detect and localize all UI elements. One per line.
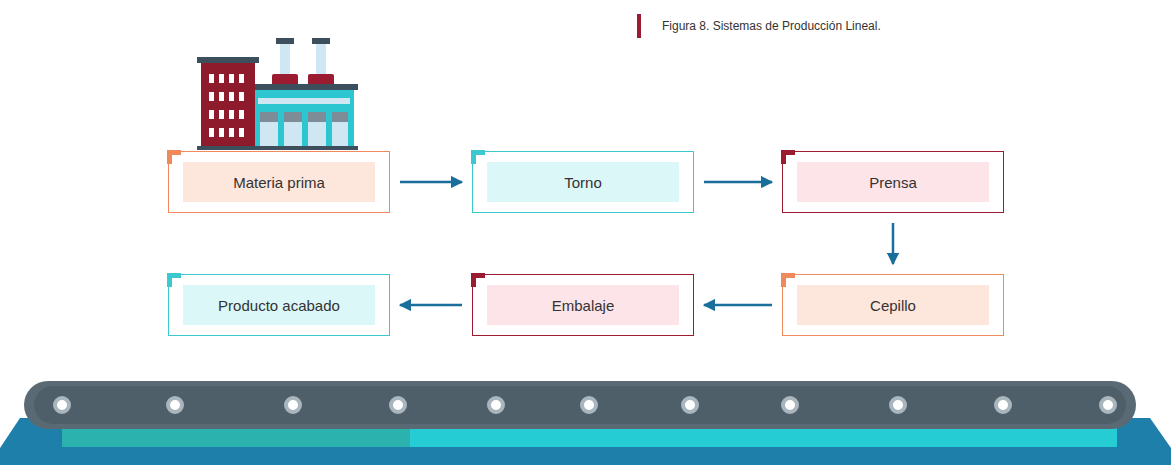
step-label: Producto acabado bbox=[218, 297, 340, 314]
process-box: Cepillo bbox=[782, 274, 1004, 336]
step-label: Embalaje bbox=[552, 297, 615, 314]
box-fill: Producto acabado bbox=[183, 285, 375, 325]
corner-mark bbox=[781, 150, 795, 164]
figure-caption: Figura 8. Sistemas de Producción Lineal. bbox=[637, 14, 881, 38]
step-label: Materia prima bbox=[233, 174, 325, 191]
corner-mark bbox=[781, 273, 795, 287]
flow-arrow bbox=[704, 304, 772, 307]
corner-mark bbox=[167, 150, 181, 164]
process-box: Embalaje bbox=[472, 274, 694, 336]
box-fill: Prensa bbox=[797, 162, 989, 202]
corner-mark bbox=[471, 273, 485, 287]
process-box: Torno bbox=[472, 151, 694, 213]
process-box: Prensa bbox=[782, 151, 1004, 213]
conveyor-belt bbox=[0, 381, 1171, 465]
step-label: Prensa bbox=[869, 174, 917, 191]
box-fill: Torno bbox=[487, 162, 679, 202]
flow-arrow bbox=[400, 304, 462, 307]
box-fill: Cepillo bbox=[797, 285, 989, 325]
corner-mark bbox=[471, 150, 485, 164]
corner-mark bbox=[167, 273, 181, 287]
step-label: Torno bbox=[564, 174, 602, 191]
step-label: Cepillo bbox=[870, 297, 916, 314]
flow-arrow bbox=[892, 223, 895, 264]
flow-arrow bbox=[400, 181, 462, 184]
factory-icon bbox=[197, 38, 358, 150]
box-fill: Embalaje bbox=[487, 285, 679, 325]
process-box: Materia prima bbox=[168, 151, 390, 213]
process-box: Producto acabado bbox=[168, 274, 390, 336]
box-fill: Materia prima bbox=[183, 162, 375, 202]
flow-arrow bbox=[704, 181, 772, 184]
